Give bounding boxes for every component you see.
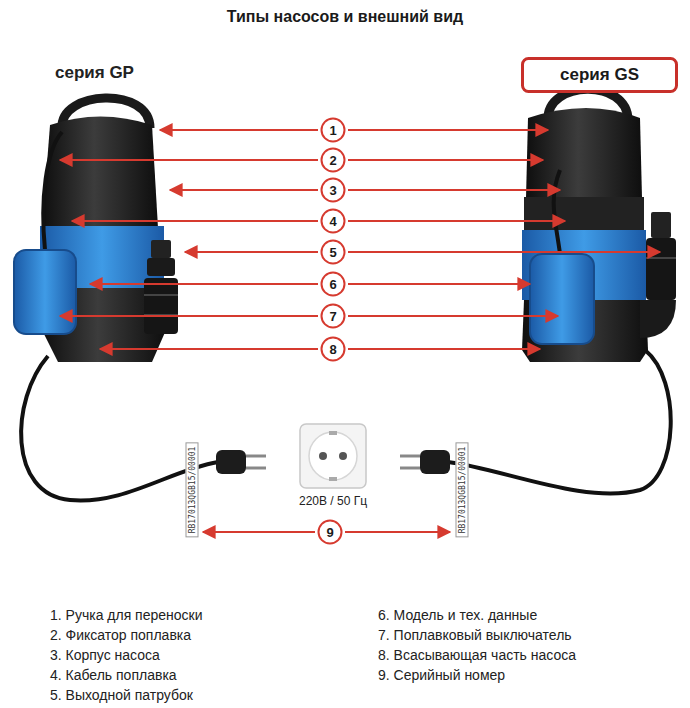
- legend-item: 5. Выходной патрубок: [50, 687, 193, 703]
- outlet-pipe: [147, 258, 175, 276]
- circle-border: [322, 119, 345, 142]
- plug-pin: [246, 455, 266, 458]
- callout-arrow: [90, 283, 318, 285]
- callout-arrow: [345, 531, 450, 533]
- callout-arrow: [348, 129, 548, 131]
- callout-arrow: [348, 348, 540, 350]
- circle-border: [322, 305, 345, 328]
- circle-border: [322, 241, 345, 264]
- wall-socket: [300, 424, 366, 488]
- plug-pin: [400, 455, 420, 458]
- callout-arrow: [348, 283, 530, 285]
- circle-border: [319, 521, 342, 544]
- callout-arrow: [100, 348, 318, 350]
- serial-number: RB17013QGB15/00001: [186, 443, 199, 538]
- legend-item: 6. Модель и тех. данные: [378, 607, 537, 623]
- callout-number: 3: [329, 183, 336, 198]
- legend-item: 3. Корпус насоса: [50, 647, 160, 663]
- callout-number: 8: [329, 342, 336, 357]
- gs-pump: [400, 89, 676, 493]
- legend-item: 7. Поплавковый выключатель: [378, 627, 572, 643]
- callout-number: 6: [329, 277, 336, 292]
- callout-arrow: [348, 315, 558, 317]
- serial-number: RB17013QGB15/00001: [456, 443, 469, 538]
- float-cable: [43, 132, 62, 250]
- outlet-rib: [646, 257, 676, 259]
- callout-number: 4: [329, 214, 336, 229]
- callout-circle: 2: [320, 147, 346, 173]
- outlet-pipe: [144, 278, 178, 334]
- box-border: [523, 59, 677, 92]
- circle-border: [322, 273, 345, 296]
- legend-item: 1. Ручка для переноски: [50, 607, 203, 623]
- callout-arrow: [348, 251, 660, 253]
- circle-border: [322, 179, 345, 202]
- outlet-pipe: [151, 240, 171, 258]
- callout-arrow: [348, 189, 560, 191]
- callout-arrows: [60, 130, 660, 532]
- diagram-title: Типы насосов и внешний вид: [0, 8, 690, 26]
- callout-circle: 8: [320, 336, 346, 362]
- callout-arrow: [348, 220, 565, 222]
- callout-circle: 6: [320, 271, 346, 297]
- power-cable: [448, 350, 671, 494]
- callout-circle: 5: [320, 239, 346, 265]
- power-plug: [420, 450, 450, 474]
- legend-item: 9. Серийный номер: [378, 667, 505, 683]
- socket-hole: [339, 452, 347, 460]
- callout-circle: 9: [317, 519, 343, 545]
- outlet-rib: [144, 294, 178, 296]
- callout-arrow: [170, 189, 318, 191]
- outlet-pipe: [646, 238, 676, 300]
- callout-arrow: [60, 315, 318, 317]
- callout-arrow: [348, 159, 543, 161]
- callout-arrow: [203, 531, 315, 533]
- legend-item: 4. Кабель поплавка: [50, 667, 177, 683]
- voltage-label: 220В / 50 Гц: [299, 494, 367, 508]
- callout-number: 1: [329, 123, 336, 138]
- outlet-pipe: [651, 212, 671, 238]
- float-cable: [554, 170, 560, 254]
- callout-number: 9: [326, 525, 333, 540]
- callout-circle: 3: [320, 177, 346, 203]
- circle-border: [322, 149, 345, 172]
- callout-circle: 1: [320, 117, 346, 143]
- callout-arrow: [185, 251, 318, 253]
- power-plug: [216, 450, 246, 474]
- callout-arrow: [60, 159, 318, 161]
- ground-clip: [329, 431, 337, 435]
- series-label: серия GP: [55, 63, 134, 83]
- socket-hole: [319, 452, 327, 460]
- legend-item: 2. Фиксатор поплавка: [50, 627, 191, 643]
- callout-number: 2: [329, 153, 336, 168]
- socket-face: [309, 432, 357, 480]
- float-switch: [530, 254, 594, 344]
- circle-border: [322, 338, 345, 361]
- series-box: серия GS: [521, 57, 678, 93]
- plug-pin: [246, 467, 266, 470]
- pump-housing: [524, 197, 644, 232]
- gp-pump: [14, 98, 266, 501]
- callout-number: 7: [329, 309, 336, 324]
- legend-item: 8. Всасывающая часть насоса: [378, 647, 576, 663]
- pump-housing: [526, 108, 642, 198]
- socket-plate: [300, 424, 366, 488]
- series-label: серия GS: [560, 65, 639, 85]
- callout-arrow: [160, 129, 318, 131]
- callout-number: 5: [329, 245, 336, 260]
- callout-arrow: [72, 220, 318, 222]
- plug-pin: [400, 467, 420, 470]
- float-switch: [14, 250, 76, 334]
- callout-circle: 7: [320, 303, 346, 329]
- callout-circle: 4: [320, 208, 346, 234]
- circle-border: [322, 210, 345, 233]
- outlet-elbow: [640, 300, 676, 338]
- ground-clip: [329, 477, 337, 481]
